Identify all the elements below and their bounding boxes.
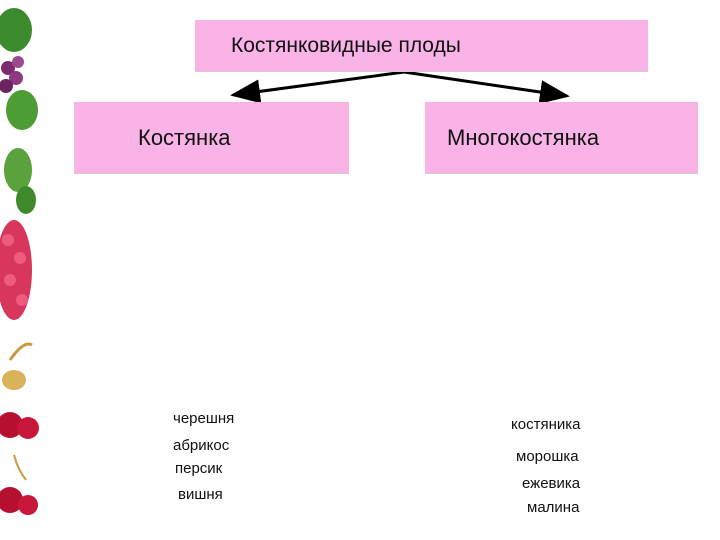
list-item: ежевика [522,475,580,492]
arrow-to-left-branch [233,72,404,95]
list-item: абрикос [173,437,229,454]
branch-node-right-label: Многокостянка [447,125,599,151]
list-item: костяника [511,416,580,433]
branch-node-right: Многокостянка [425,102,698,174]
list-item: черешня [173,410,234,427]
branch-node-left-label: Костянка [138,125,231,151]
root-node-label: Костянковидные плоды [231,34,461,58]
branch-node-left: Костянка [74,102,349,174]
list-item: морошка [516,448,579,465]
root-node: Костянковидные плоды [195,20,648,72]
list-item: персик [175,460,222,477]
list-item: вишня [178,486,223,503]
arrow-to-right-branch [404,72,567,96]
list-item: малина [527,499,579,516]
